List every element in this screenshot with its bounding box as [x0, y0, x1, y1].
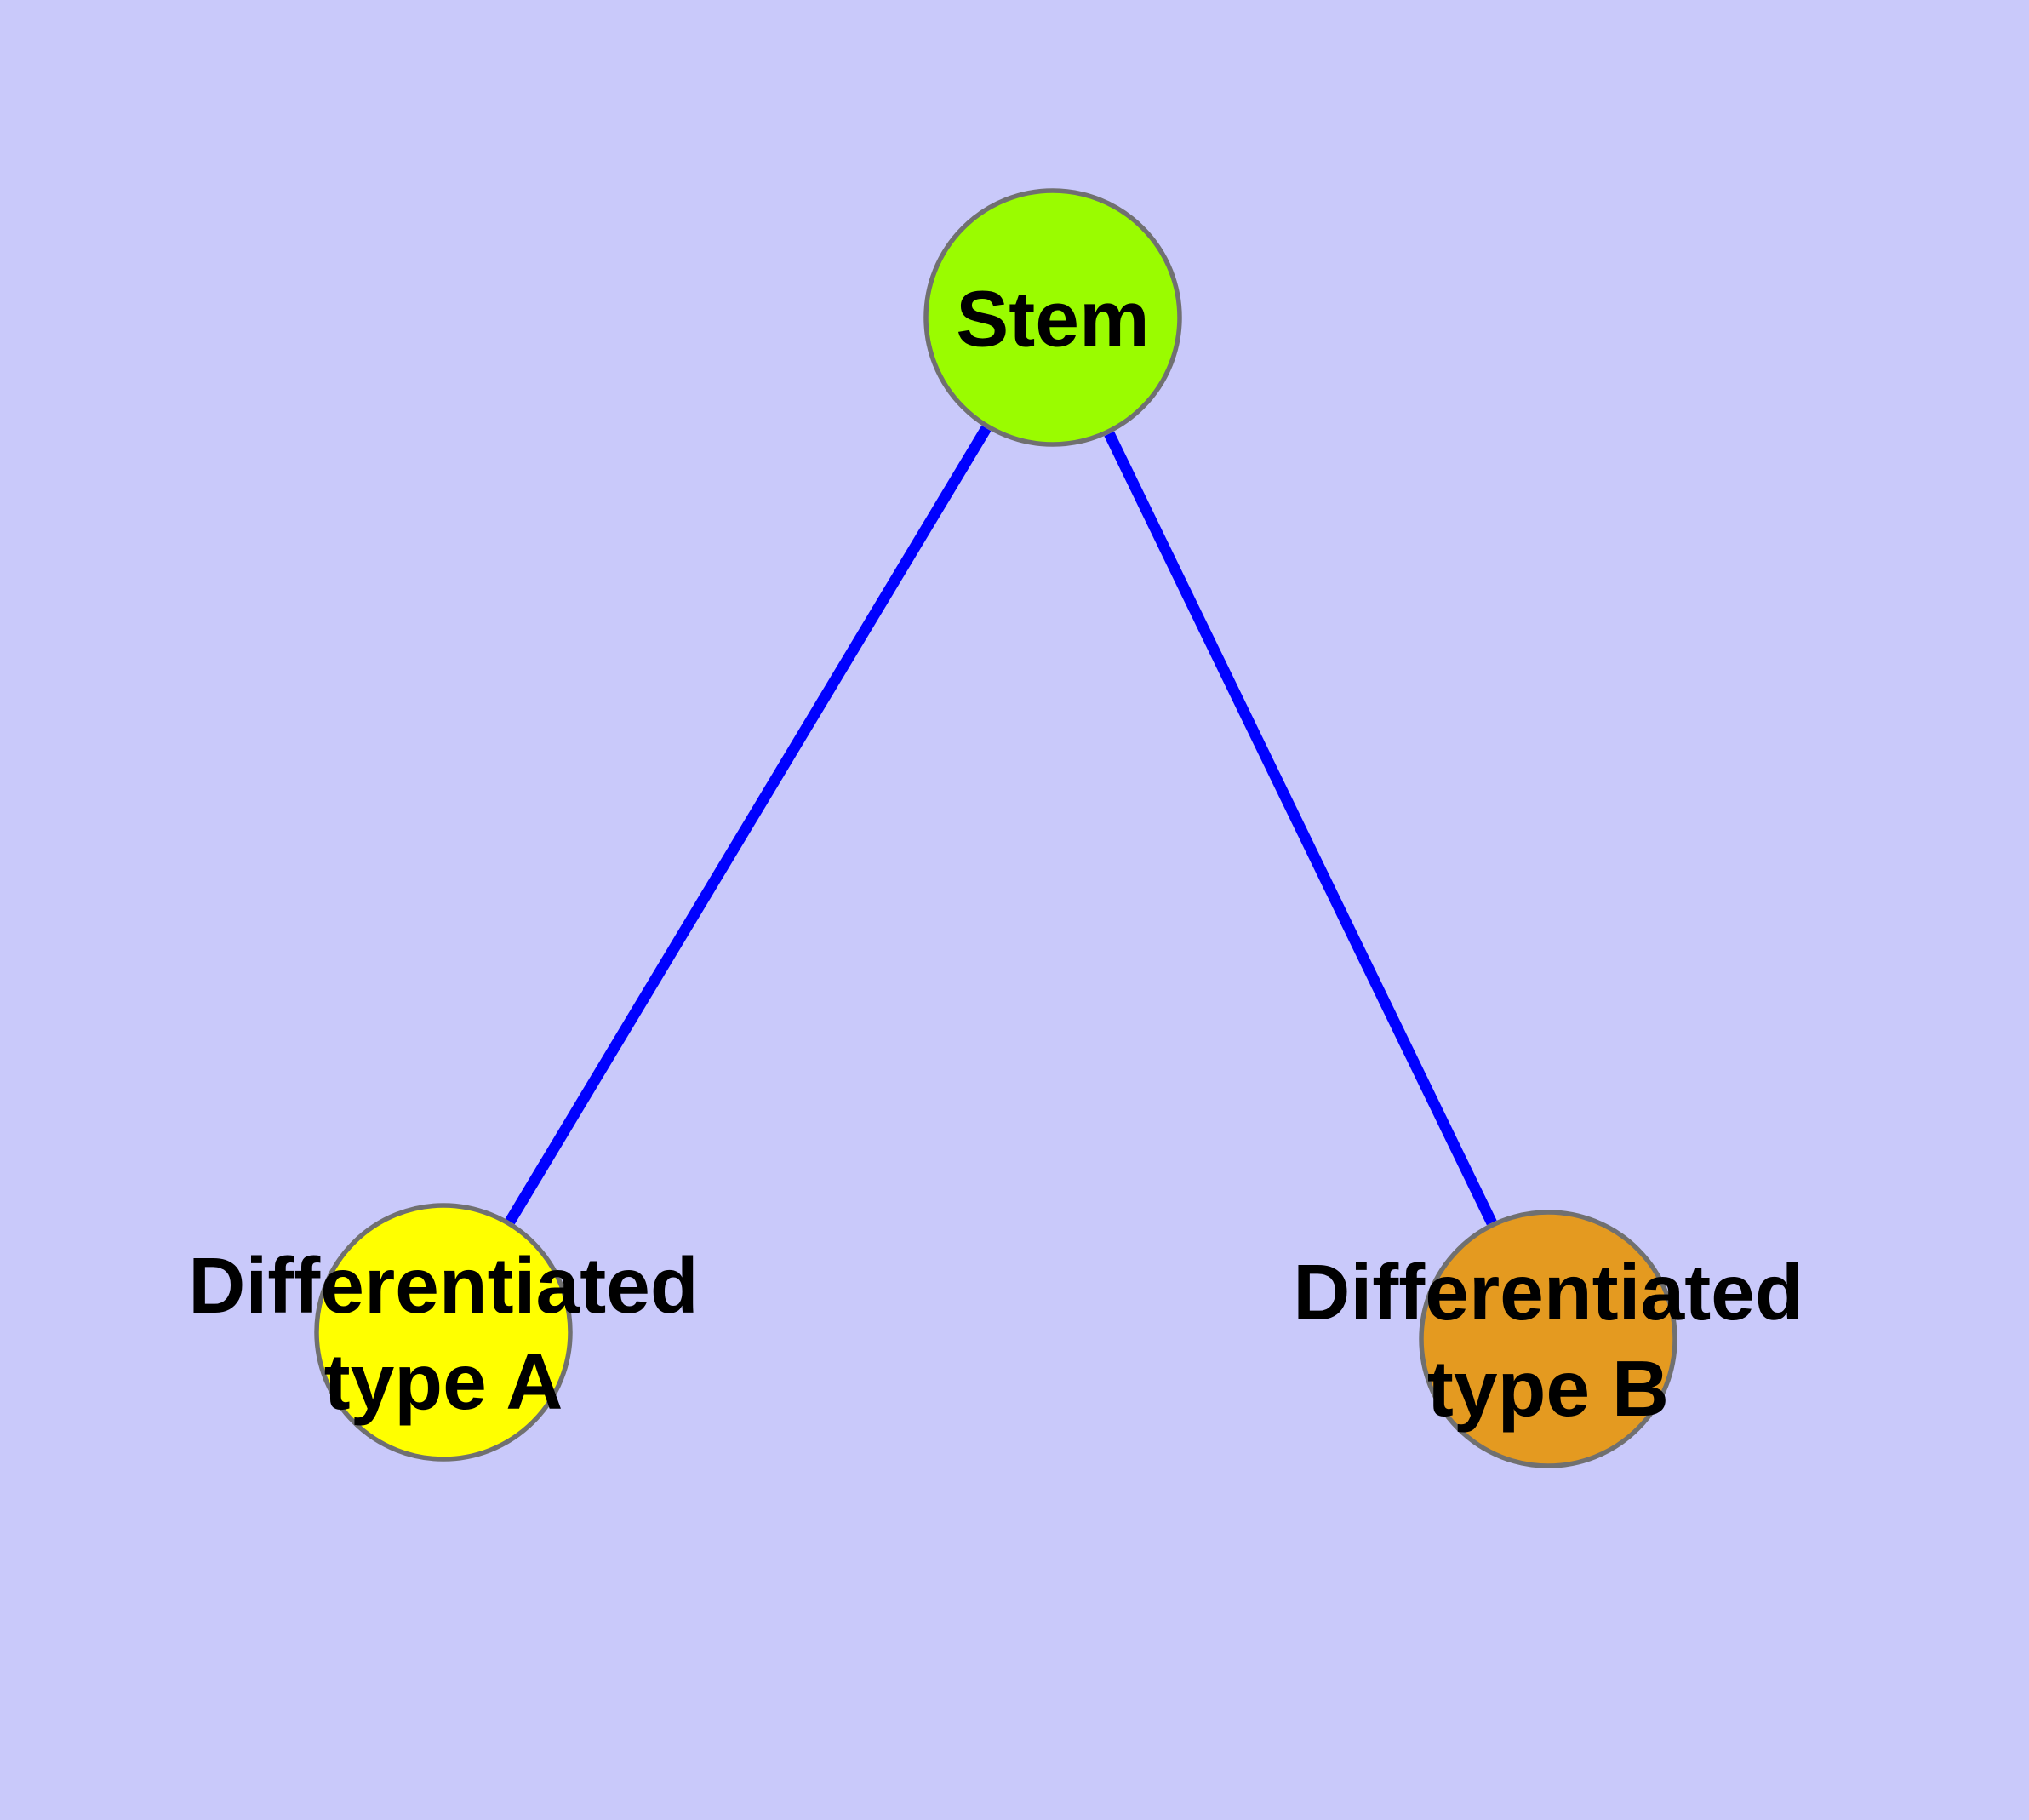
edge-stem-differentiated-type-a: [505, 425, 992, 1225]
node-stem: Stem: [923, 188, 1182, 447]
edge-stem-differentiated-type-b: [1104, 431, 1497, 1226]
node-stem-circle: [923, 188, 1182, 447]
node-differentiated-type-a-circle: [314, 1203, 573, 1462]
node-differentiated-type-b-circle: [1419, 1210, 1677, 1468]
node-stem-label: Stem: [956, 274, 1149, 363]
